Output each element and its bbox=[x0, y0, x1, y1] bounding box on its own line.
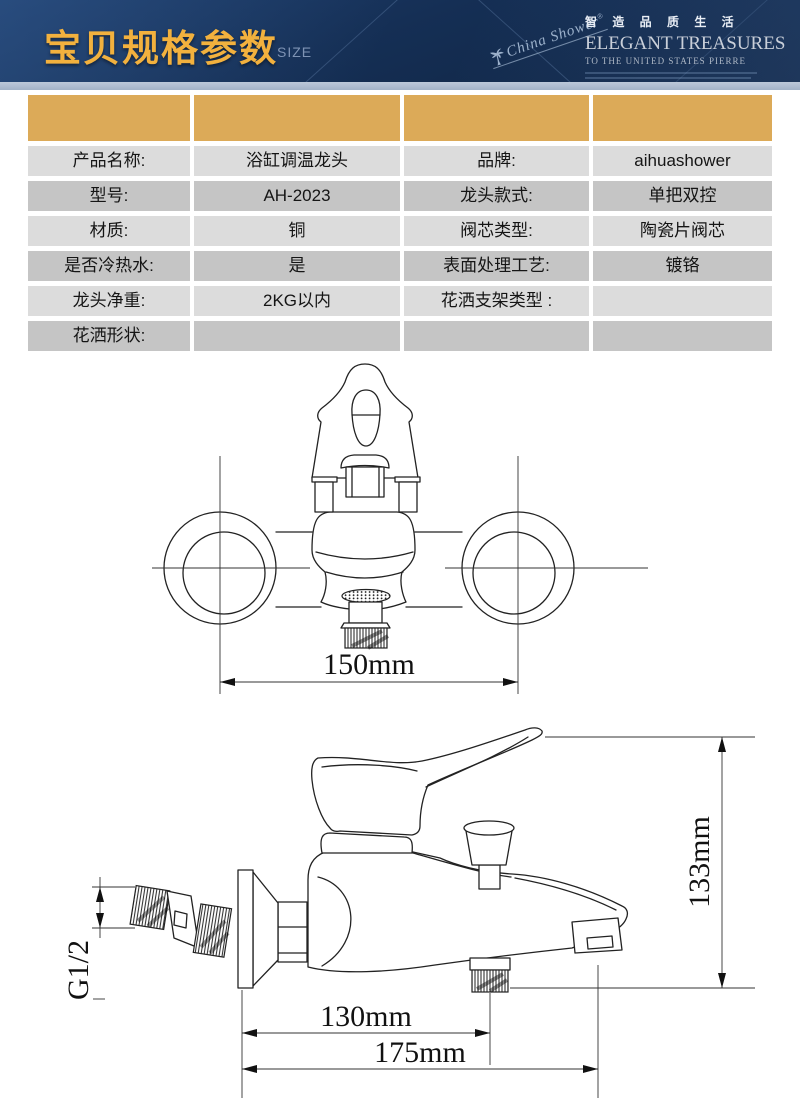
spec-label: 型号: bbox=[28, 181, 190, 211]
spec-label: 表面处理工艺: bbox=[404, 251, 589, 281]
header-slogans: 智 造 品 质 生 活 ELEGANT TREASURES TO THE UNI… bbox=[585, 13, 786, 82]
spec-value bbox=[593, 321, 772, 351]
spec-label: 产品名称: bbox=[28, 146, 190, 176]
slogan-english: ELEGANT TREASURES bbox=[585, 33, 786, 54]
spec-label: 阀芯类型: bbox=[404, 216, 589, 246]
dimension-175: 175mm bbox=[242, 965, 599, 1098]
palm-logo-icon bbox=[487, 45, 508, 67]
spec-value bbox=[593, 286, 772, 316]
escutcheon bbox=[320, 832, 413, 854]
dimension-130: 130mm bbox=[241, 990, 491, 1098]
fine-print-lines bbox=[585, 72, 775, 82]
front-view-drawing: 150mm bbox=[140, 360, 660, 700]
cartridge-cap bbox=[340, 454, 390, 469]
thread-dimension-label: G1/2 bbox=[62, 940, 95, 1000]
outlet-thread bbox=[344, 627, 388, 649]
brand-logo: China Shower® bbox=[487, 11, 608, 70]
spec-value: 是 bbox=[194, 251, 400, 281]
supply-fittings bbox=[129, 884, 233, 958]
slogan-chinese: 智 造 品 质 生 活 bbox=[585, 15, 740, 29]
aerator bbox=[341, 588, 391, 604]
spec-value: aihuashower bbox=[593, 146, 772, 176]
table-header-cell bbox=[194, 95, 400, 141]
spec-value: 镀铬 bbox=[593, 251, 772, 281]
spec-label: 花洒支架类型 : bbox=[404, 286, 589, 316]
width-dimension-label: 150mm bbox=[323, 648, 415, 681]
spec-value: 单把双控 bbox=[593, 181, 772, 211]
spout-neck bbox=[348, 601, 383, 624]
table-header-cell bbox=[28, 95, 190, 141]
size-subtitle: SIZE bbox=[277, 44, 313, 60]
table-header-cell bbox=[404, 95, 589, 141]
height-dimension-label: 133mm bbox=[683, 816, 716, 908]
check-valve bbox=[469, 957, 511, 993]
spec-value: 2KG以内 bbox=[194, 286, 400, 316]
spec-label bbox=[404, 321, 589, 351]
dimension-150: 150mm bbox=[219, 456, 519, 694]
wall-flange bbox=[237, 869, 308, 989]
body-side bbox=[307, 851, 629, 973]
spout-outlet bbox=[571, 917, 623, 954]
handle-side bbox=[311, 727, 543, 836]
slogan-subline: TO THE UNITED STATES PIERRE bbox=[585, 56, 746, 66]
header-divider-strip bbox=[0, 82, 800, 90]
mixer-body bbox=[311, 511, 416, 650]
spec-label: 龙头款式: bbox=[404, 181, 589, 211]
dimension-g12: G1/2 bbox=[62, 877, 135, 1000]
spec-label: 材质: bbox=[28, 216, 190, 246]
spec-value bbox=[194, 321, 400, 351]
spec-label: 是否冷热水: bbox=[28, 251, 190, 281]
diverter-knob bbox=[463, 820, 515, 890]
mount-bar bbox=[275, 531, 463, 608]
wall-to-valve-dimension-label: 130mm bbox=[320, 1000, 412, 1033]
spec-value: 铜 bbox=[194, 216, 400, 246]
spec-table: 产品名称: 浴缸调温龙头 品牌: aihuashower 型号: AH-2023… bbox=[28, 95, 772, 351]
header: 宝贝规格参数 SIZE China Shower® 智 造 品 质 生 活 EL… bbox=[0, 0, 800, 82]
side-view-drawing: G1/2 133mm 130mm 175mm bbox=[60, 725, 760, 1105]
handle-front bbox=[311, 363, 421, 513]
spec-label: 品牌: bbox=[404, 146, 589, 176]
spec-value: AH-2023 bbox=[194, 181, 400, 211]
total-depth-dimension-label: 175mm bbox=[374, 1036, 466, 1069]
spec-value: 浴缸调温龙头 bbox=[194, 146, 400, 176]
spec-value: 陶瓷片阀芯 bbox=[593, 216, 772, 246]
spec-label: 龙头净重: bbox=[28, 286, 190, 316]
spec-label: 花洒形状: bbox=[28, 321, 190, 351]
table-header-cell bbox=[593, 95, 772, 141]
dimension-133: 133mm bbox=[510, 736, 755, 989]
diagonal-decoration bbox=[255, 0, 406, 82]
page-title: 宝贝规格参数 bbox=[44, 28, 278, 69]
